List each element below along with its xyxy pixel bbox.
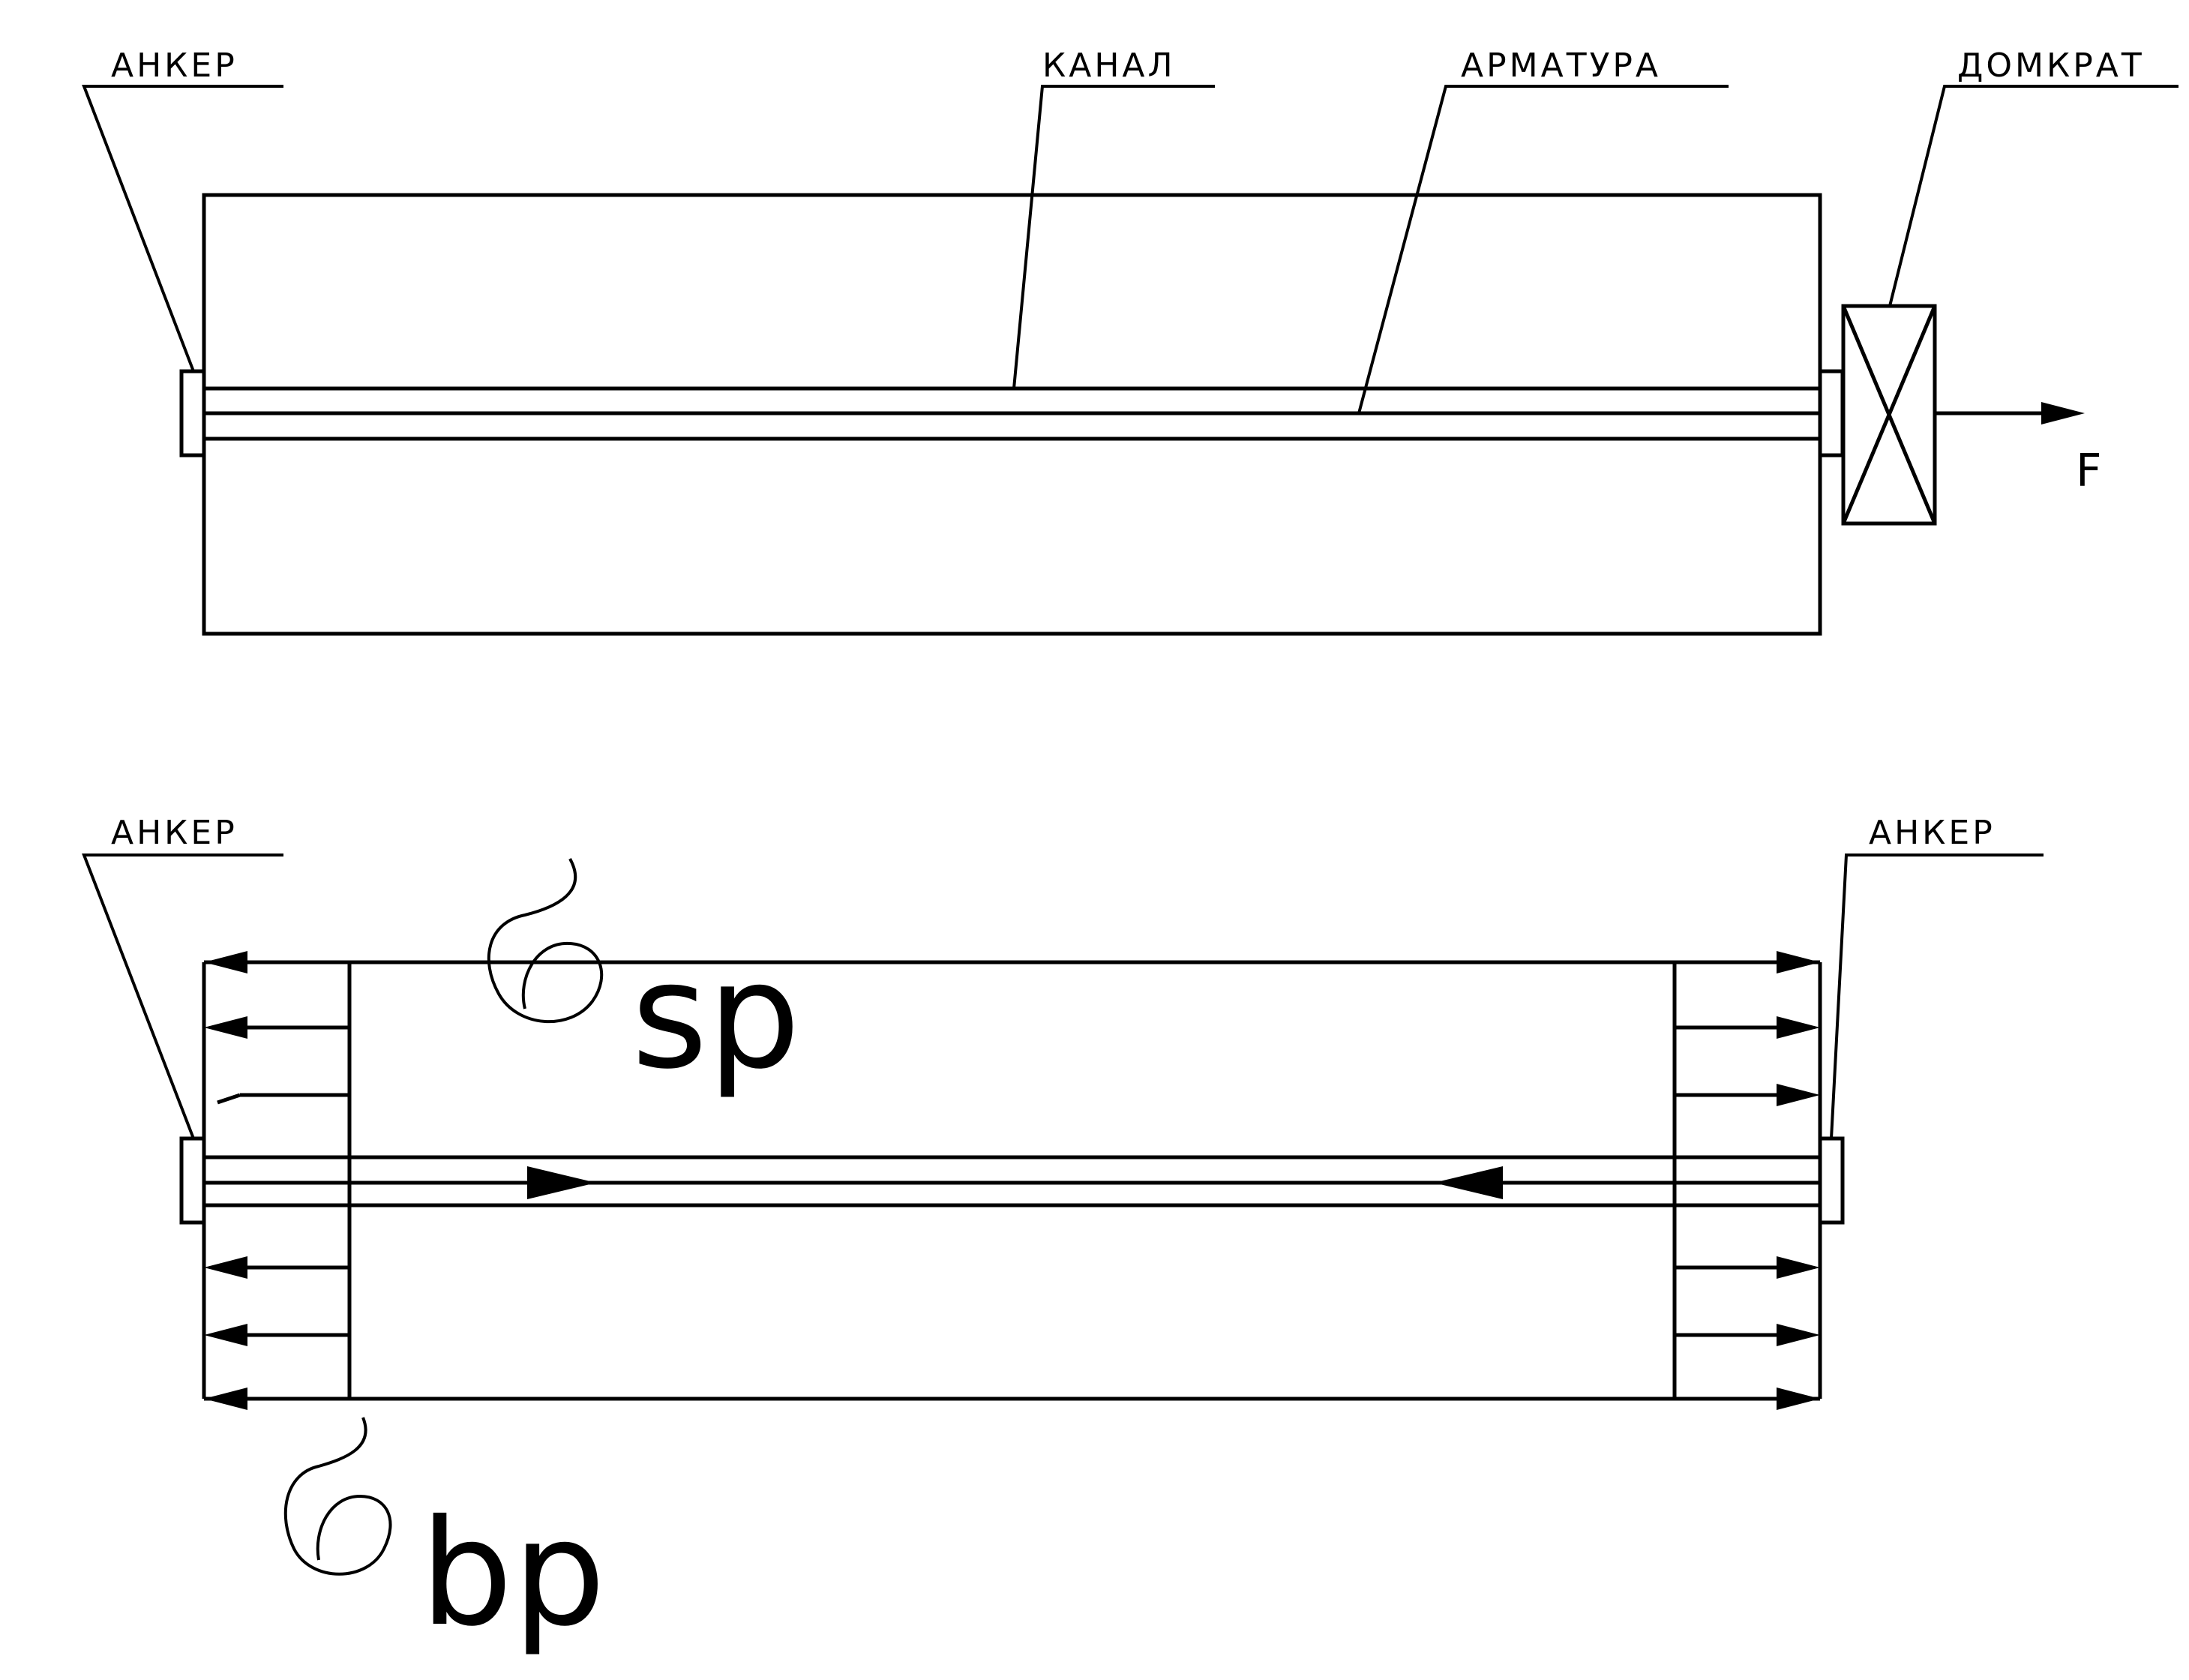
edge-arrow-bl (204, 1388, 247, 1410)
sigma-sp-sub: sp (631, 931, 800, 1101)
rebar-arrow-right (527, 1166, 596, 1199)
force-label: F (2076, 445, 2102, 497)
jack (1841, 304, 1937, 526)
label-channel: КАНАЛ (1042, 46, 1176, 85)
force-arrowhead (2041, 402, 2085, 424)
anchor-left-bottom (179, 1136, 206, 1225)
stress-scheme: АНКЕР АНКЕР sp bp (82, 814, 2044, 1658)
label-rebar: АРМАТУРА (1461, 46, 1661, 85)
leader-jack (1888, 85, 2179, 307)
leader-anchor-left-bottom (82, 854, 283, 1139)
leader-anchor-top (82, 85, 283, 372)
sigma-sp-stroke (487, 858, 604, 1024)
label-anchor-left-bottom: АНКЕР (111, 814, 238, 852)
leader-channel (1012, 85, 1215, 389)
tensioning-scheme: F АНКЕР КАНАЛ АРМАТУРА ДОМКРАТ (82, 46, 2179, 636)
label-anchor-right-bottom: АНКЕР (1869, 814, 1996, 852)
anchor-left-top (179, 369, 206, 458)
right-stress-arrows (1675, 1016, 1820, 1346)
leader-rebar (1357, 85, 1729, 414)
left-stress-arrows (204, 1016, 349, 1346)
edge-arrow-tr (1777, 951, 1820, 974)
sigma-bp-sub: bp (420, 1488, 606, 1658)
edge-arrow-br (1777, 1388, 1820, 1410)
leader-anchor-right-bottom (1830, 854, 2044, 1139)
label-anchor-top: АНКЕР (111, 46, 238, 85)
anchor-right-bottom (1818, 1136, 1845, 1225)
anchor-plate-right-top (1818, 369, 1845, 458)
rebar-arrow-left (1434, 1166, 1503, 1199)
edge-arrow-tl (204, 951, 247, 974)
sigma-bp-stroke (283, 1417, 392, 1576)
label-jack: ДОМКРАТ (1957, 46, 2145, 85)
